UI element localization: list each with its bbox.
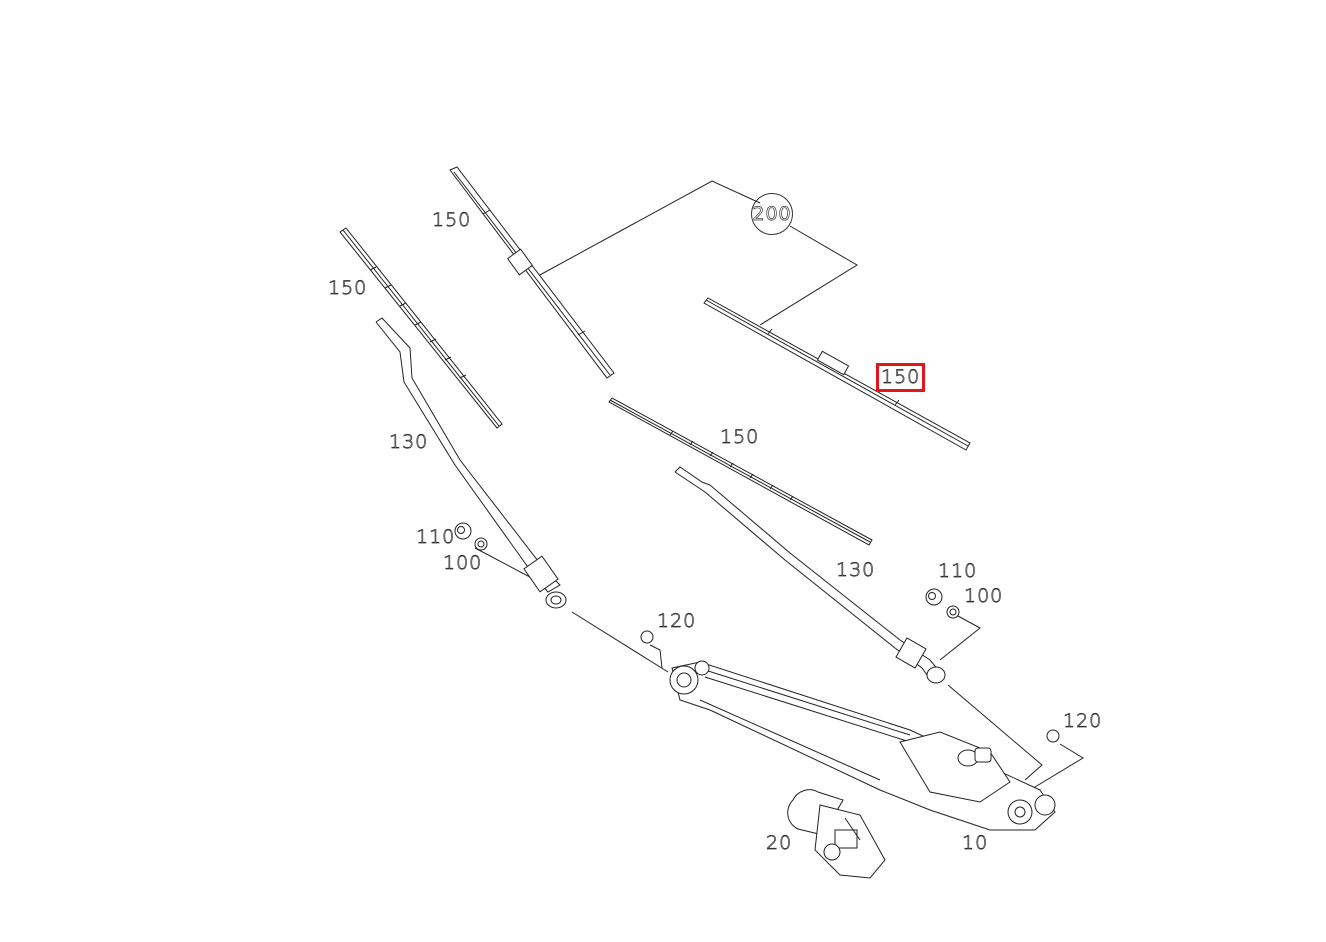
wiper-arm-left — [375, 317, 567, 609]
callout-150-wiper-blade[interactable]: 150 — [720, 426, 760, 448]
callout-10-wiper-linkage[interactable]: 10 — [962, 832, 989, 854]
wiper-motor — [787, 789, 886, 879]
leader-lines — [474, 180, 1084, 791]
callout-200-blade-set[interactable]: 200 — [751, 193, 793, 235]
callout-200-label: 200 — [752, 203, 792, 226]
callout-120-screw[interactable]: 120 — [1063, 710, 1103, 732]
callout-130-wiper-arm[interactable]: 130 — [836, 559, 876, 581]
callout-20-wiper-motor[interactable]: 20 — [766, 832, 793, 854]
callout-100-nut[interactable]: 100 — [443, 552, 483, 574]
callout-150-wiper-blade[interactable]: 150 — [328, 277, 368, 299]
wiper-arm-right — [674, 466, 946, 684]
callout-100-nut[interactable]: 100 — [964, 585, 1004, 607]
callout-110-cap[interactable]: 110 — [416, 526, 456, 548]
wiper-blade-center — [608, 397, 873, 546]
callout-130-wiper-arm[interactable]: 130 — [389, 431, 429, 453]
wiper-blade-top-left — [449, 166, 615, 379]
callout-110-cap[interactable]: 110 — [938, 560, 978, 582]
callout-150-wiper-blade-highlighted[interactable]: 150 — [875, 363, 926, 392]
callout-150-wiper-blade[interactable]: 150 — [432, 209, 472, 231]
callout-120-screw[interactable]: 120 — [657, 610, 697, 632]
fasteners — [454, 522, 1060, 743]
wiper-linkage — [669, 660, 1056, 831]
wiper-blade-right — [703, 297, 971, 451]
wiper-blade-left — [339, 227, 503, 429]
